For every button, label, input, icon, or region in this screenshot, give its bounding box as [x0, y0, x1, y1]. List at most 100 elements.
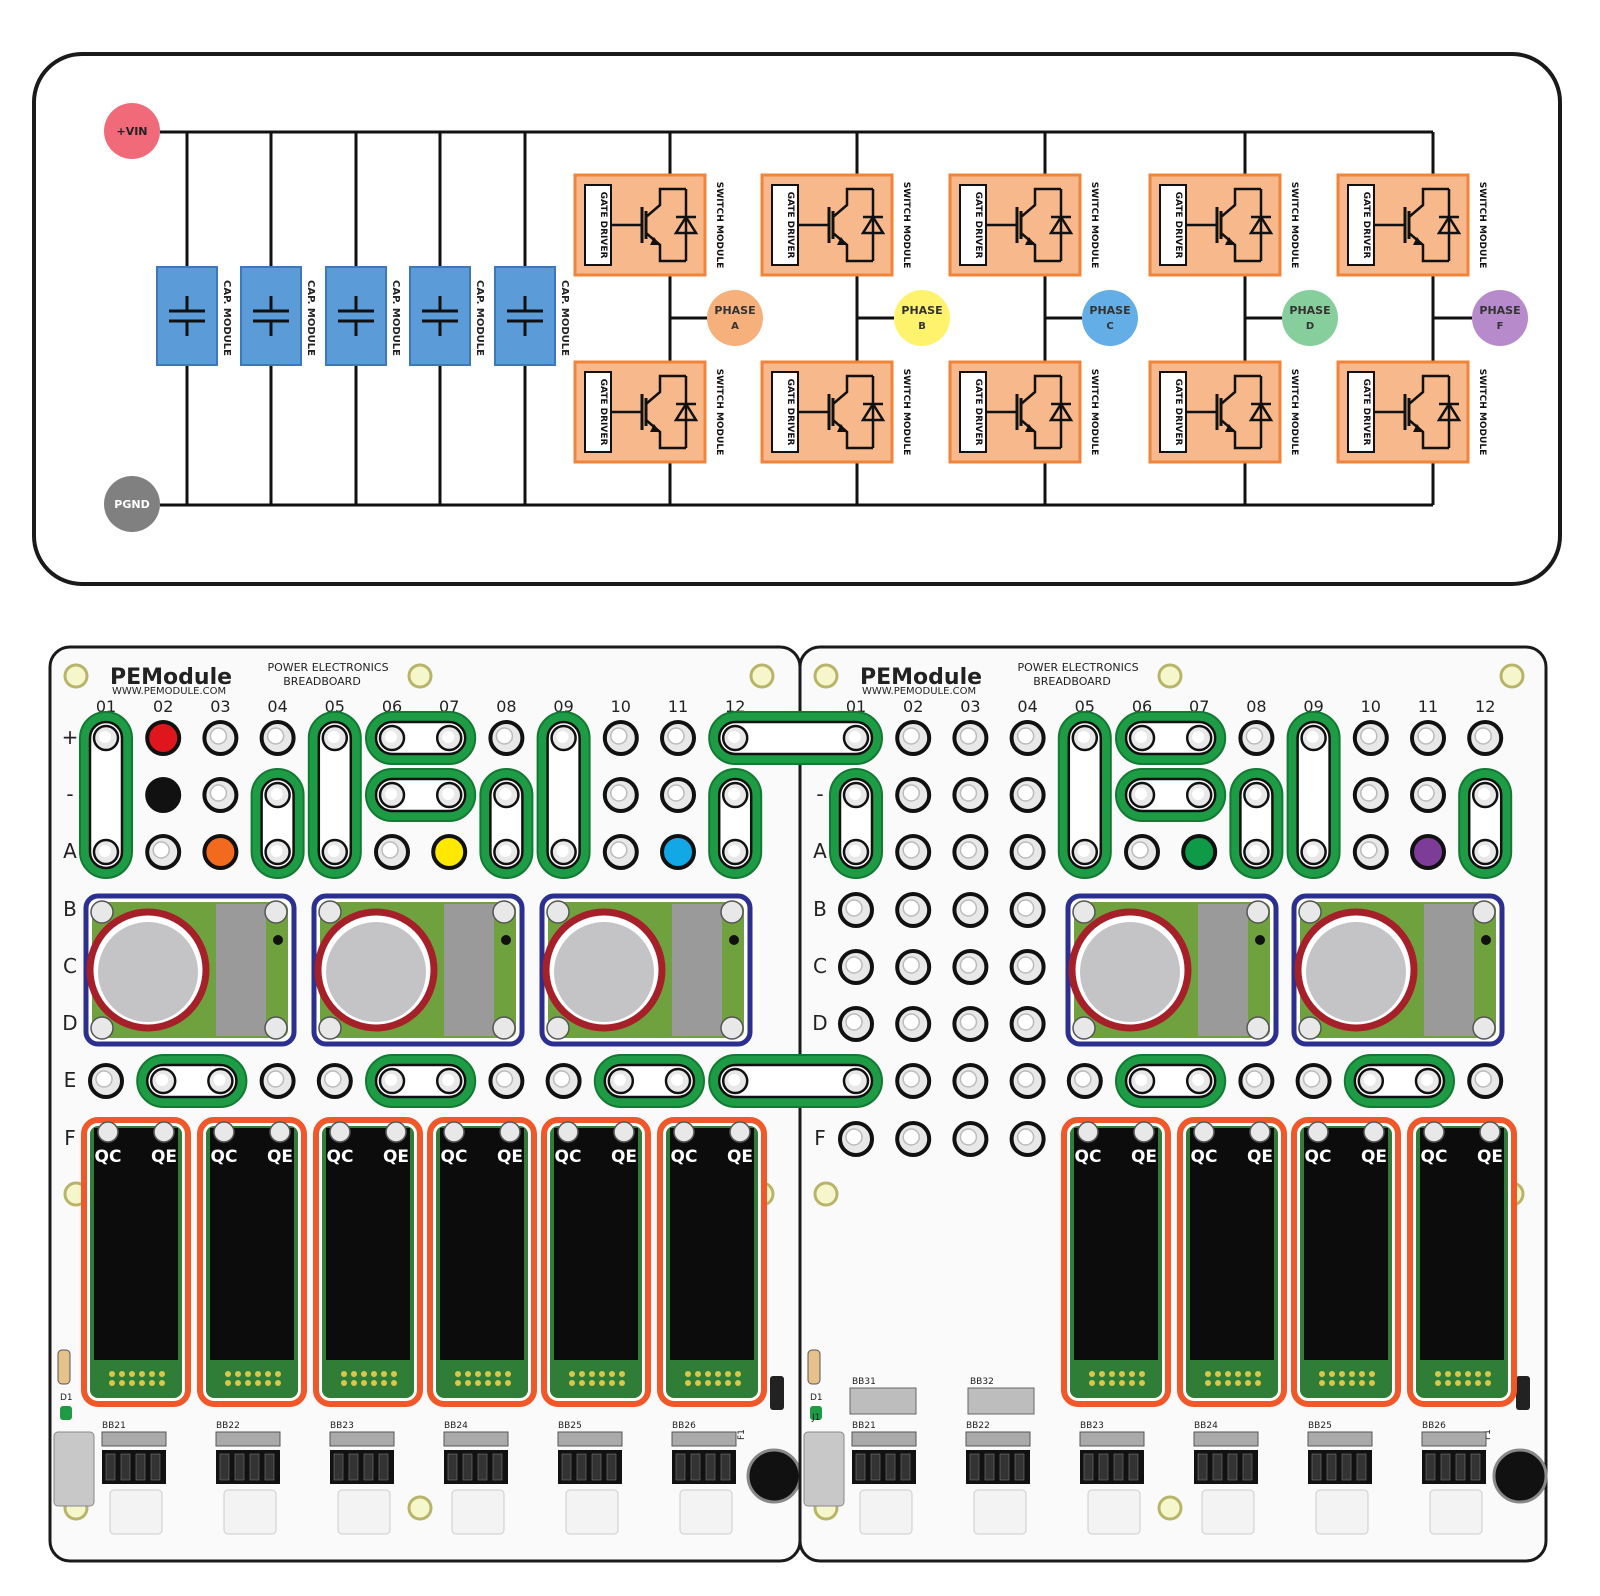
switch-module-body [1074, 1164, 1158, 1360]
module-header-pin [235, 1371, 241, 1377]
module-header-pin [1089, 1371, 1095, 1377]
gate-driver-box [771, 371, 799, 453]
strip-pin-shine [327, 731, 340, 743]
board-title-line1: POWER ELECTRONICS [1017, 661, 1138, 674]
gate-driver-label: GATE DRIVER [785, 379, 795, 446]
cap-module: CAP. MODULE [494, 266, 570, 366]
module-header-pin [1329, 1380, 1335, 1386]
module-screw [1423, 1121, 1445, 1143]
capacitor-screw [264, 1016, 288, 1040]
breadboard-hole [1181, 834, 1218, 870]
connector-pin [135, 1453, 146, 1481]
connector-pin [1227, 1453, 1238, 1481]
connector-label: BB22 [966, 1421, 990, 1431]
module-header-pin [139, 1380, 145, 1386]
hole-shine [1474, 1070, 1492, 1088]
connector-header [671, 1431, 737, 1447]
capacitor-screw [90, 1016, 114, 1040]
module-header-pin [255, 1380, 261, 1386]
module-header-pin [1455, 1371, 1461, 1377]
mounting-hole [63, 663, 89, 689]
module-header-pin [1445, 1380, 1451, 1386]
diode-symbol [1436, 214, 1462, 235]
row-label: B [813, 897, 827, 921]
breadboard-hole [431, 834, 468, 870]
breadboard-hole [145, 777, 182, 813]
row-label: F [814, 1126, 826, 1150]
module-header-pin [119, 1371, 125, 1377]
module-screw [1249, 1121, 1271, 1143]
module-header-pin [485, 1371, 491, 1377]
connector-label: BB26 [672, 1421, 696, 1431]
capacitor-top [554, 922, 654, 1022]
strip-pin-shine [1363, 1074, 1376, 1086]
hole-shine [902, 841, 920, 859]
phase-dot [1082, 290, 1138, 346]
module-header-pin [1329, 1371, 1335, 1377]
connector-pin [690, 1453, 701, 1481]
row-label: C [813, 954, 827, 978]
hole-shine [1016, 956, 1035, 974]
module-header-pin [1255, 1380, 1261, 1386]
connector-pin [1242, 1453, 1253, 1481]
strip-pin-shine [849, 1074, 861, 1086]
column-label: 05 [325, 697, 345, 716]
strip-pin-shine [99, 731, 111, 743]
hole-shine [381, 841, 399, 859]
collector-line [645, 187, 670, 218]
module-header-pin [1485, 1371, 1491, 1377]
module-header-pin [589, 1380, 595, 1386]
capacitor-screw [720, 900, 744, 924]
module-header-pin [1435, 1380, 1441, 1386]
jumper-strip-inner [1296, 720, 1331, 870]
module-header-pin [159, 1371, 165, 1377]
hole-shine [1016, 727, 1035, 745]
connector-pin [1440, 1453, 1451, 1481]
module-header-pin [361, 1380, 367, 1386]
hole-shine [95, 1070, 113, 1088]
module-screw [1193, 1121, 1215, 1143]
capacitor-top [1306, 922, 1406, 1022]
capacitor-film [672, 904, 722, 1036]
column-label: 10 [611, 697, 631, 716]
connector-jack [679, 1489, 733, 1535]
connector-pin [576, 1453, 587, 1481]
module-header-pin [1359, 1380, 1365, 1386]
capacitor-screw [1246, 900, 1270, 924]
module-header-pin [735, 1380, 741, 1386]
capacitor-screw [1298, 900, 1322, 924]
module-header-pin [1205, 1371, 1211, 1377]
pgnd-terminal [104, 476, 160, 532]
capacitor-screw [1072, 900, 1096, 924]
module-header-pin [149, 1371, 155, 1377]
capacitor-screw [1472, 900, 1496, 924]
resistor [57, 1349, 71, 1385]
hole-shine [959, 727, 978, 745]
module-header-pin [475, 1371, 481, 1377]
connector-pin [720, 1453, 731, 1481]
phase-letter: A [731, 321, 739, 332]
module-header-pin [569, 1380, 575, 1386]
hole-shine [495, 1070, 514, 1088]
gate-driver-label: GATE DRIVER [1173, 379, 1183, 446]
module-header-pin [475, 1380, 481, 1386]
connector-pin [447, 1453, 458, 1481]
cap-body [325, 266, 387, 366]
module-screw [1363, 1121, 1385, 1143]
hole-shine [1245, 1070, 1264, 1088]
hole-shine [902, 956, 920, 974]
collector-line [1408, 374, 1433, 405]
connector-label: BB23 [1080, 1421, 1104, 1431]
module-header-pin [1319, 1371, 1325, 1377]
module-header-pin [1339, 1371, 1345, 1377]
gate-driver-label: GATE DRIVER [1361, 379, 1371, 446]
cap-body [156, 266, 218, 366]
mounting-hole [407, 663, 433, 689]
